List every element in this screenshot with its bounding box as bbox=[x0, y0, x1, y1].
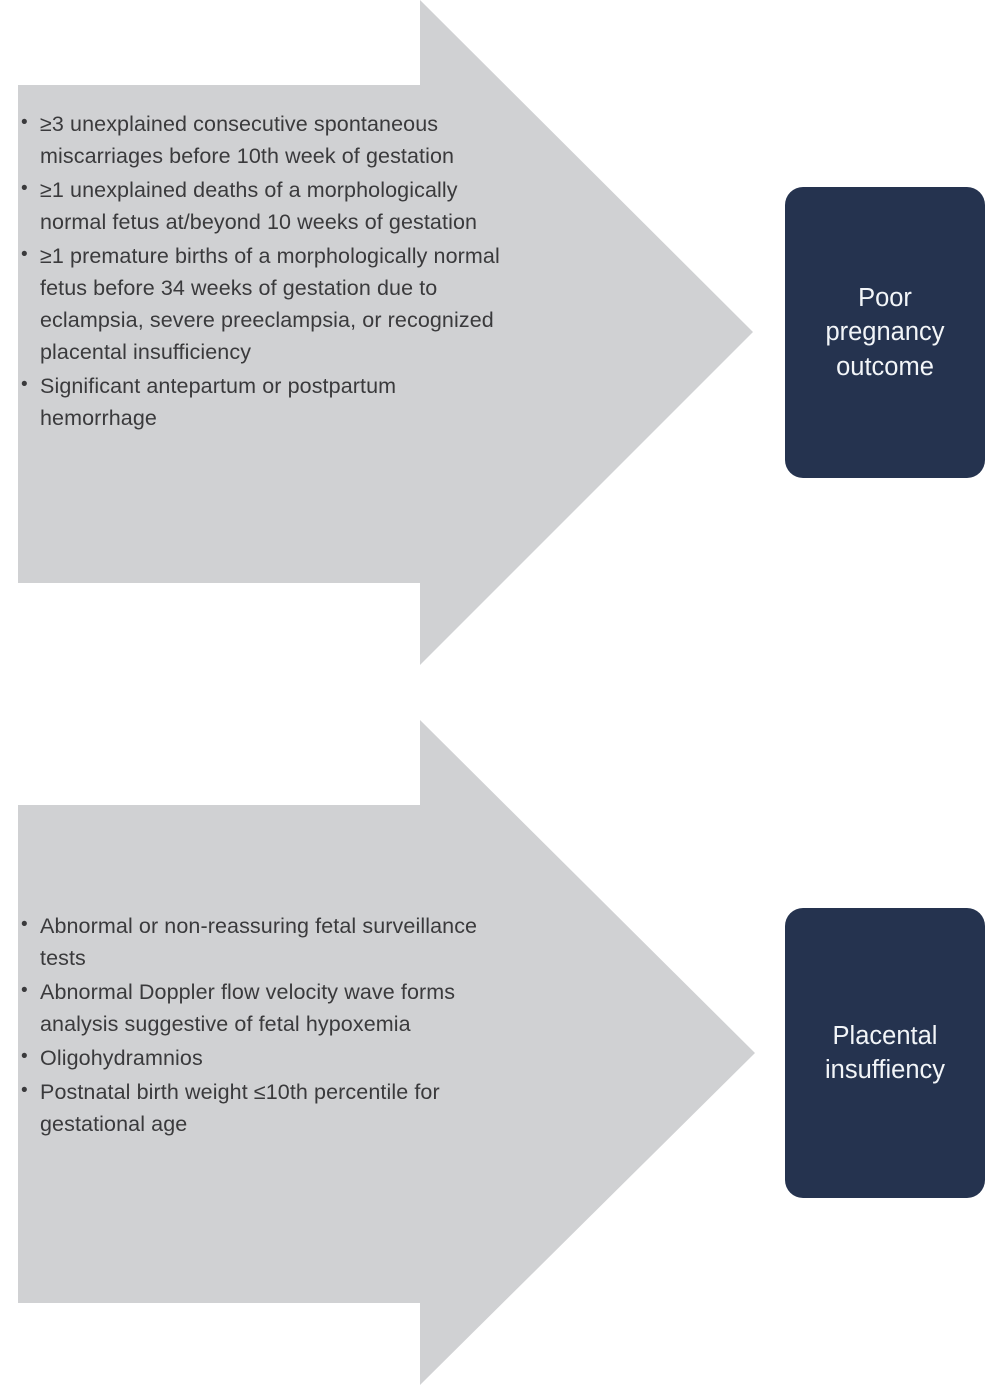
bullet-list: ≥3 unexplained consecutive spontaneous m… bbox=[18, 108, 518, 434]
list-item: Abnormal or non-reassuring fetal surveil… bbox=[18, 910, 518, 974]
list-item: Abnormal Doppler flow velocity wave form… bbox=[18, 976, 518, 1040]
outcome-box-poor-pregnancy: Poor pregnancy outcome bbox=[785, 187, 985, 478]
bullet-list: Abnormal or non-reassuring fetal surveil… bbox=[18, 910, 518, 1140]
criteria-list-placental-insufficiency: Abnormal or non-reassuring fetal surveil… bbox=[18, 910, 518, 1142]
outcome-box-placental-insufficiency: Placental insuffiency bbox=[785, 908, 985, 1198]
list-item: Significant antepartum or postpartum hem… bbox=[18, 370, 518, 434]
list-item: ≥3 unexplained consecutive spontaneous m… bbox=[18, 108, 518, 172]
outcome-box-label: Poor pregnancy outcome bbox=[825, 284, 945, 381]
list-item: Oligohydramnios bbox=[18, 1042, 518, 1074]
list-item: ≥1 premature births of a morphologically… bbox=[18, 240, 518, 368]
criteria-list-poor-pregnancy: ≥3 unexplained consecutive spontaneous m… bbox=[18, 108, 518, 436]
list-item: ≥1 unexplained deaths of a morphological… bbox=[18, 174, 518, 238]
list-item: Postnatal birth weight ≤10th percentile … bbox=[18, 1076, 518, 1140]
outcome-box-label: Placental insuffiency bbox=[824, 1021, 946, 1084]
